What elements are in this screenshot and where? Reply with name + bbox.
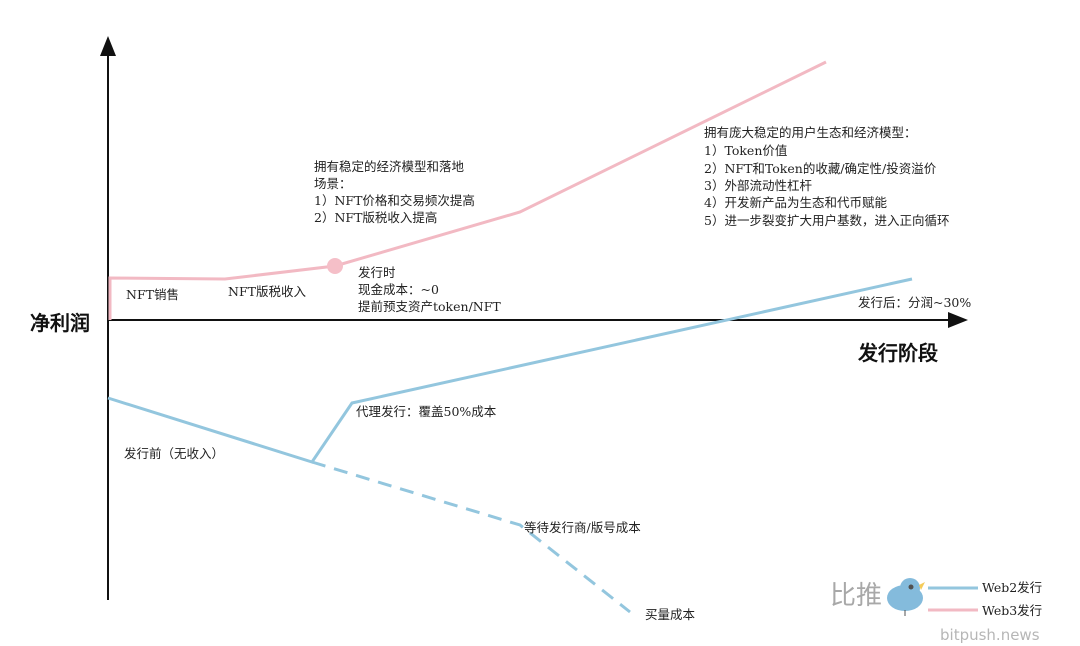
- svg-text:3）外部流动性杠杆: 3）外部流动性杠杆: [704, 178, 812, 193]
- svg-text:2）NFT和Token的收藏/确定性/投资溢价: 2）NFT和Token的收藏/确定性/投资溢价: [704, 161, 937, 176]
- svg-text:现金成本：~0: 现金成本：~0: [358, 282, 439, 297]
- svg-text:拥有庞大稳定的用户生态和经济模型：: 拥有庞大稳定的用户生态和经济模型：: [704, 125, 917, 140]
- svg-text:发行时: 发行时: [358, 265, 396, 280]
- label-nft-sales: NFT销售: [126, 287, 179, 302]
- label-after-issue: 发行后：分润~30%: [858, 295, 971, 310]
- annotation-large-ecosystem: 拥有庞大稳定的用户生态和经济模型： 1）Token价值 2）NFT和Token的…: [704, 125, 949, 228]
- watermark: 比推 bitpush.news: [830, 578, 1040, 644]
- svg-text:1）NFT价格和交易频次提高: 1）NFT价格和交易频次提高: [314, 193, 475, 208]
- watermark-cn: 比推: [830, 581, 882, 611]
- web3-line: [108, 60, 827, 320]
- svg-text:1）Token价值: 1）Token价值: [704, 143, 787, 158]
- y-axis-label: 净利润: [30, 311, 90, 335]
- label-buy-volume: 买量成本: [645, 607, 696, 622]
- web2-dashed-line: [311, 460, 631, 614]
- label-nft-royalty: NFT版税收入: [228, 284, 306, 299]
- x-axis-label: 发行阶段: [857, 341, 938, 365]
- annotation-issue-time: 发行时 现金成本：~0 提前预支资产token/NFT: [358, 265, 501, 314]
- issue-point: [327, 258, 343, 274]
- svg-text:4）开发新产品为生态和代币赋能: 4）开发新产品为生态和代币赋能: [704, 195, 887, 210]
- watermark-en: bitpush.news: [940, 626, 1040, 644]
- web2-line: [107, 277, 913, 464]
- label-pre-issue: 发行前（无收入）: [124, 446, 224, 461]
- annotation-stable-model: 拥有稳定的经济模型和落地 场景： 1）NFT价格和交易频次提高 2）NFT版税收…: [314, 159, 475, 225]
- label-agent-issue: 代理发行：覆盖50%成本: [356, 404, 497, 419]
- label-waiting: 等待发行商/版号成本: [524, 520, 641, 535]
- svg-text:拥有稳定的经济模型和落地: 拥有稳定的经济模型和落地: [314, 159, 465, 174]
- svg-text:5）进一步裂变扩大用户基数，进入正向循环: 5）进一步裂变扩大用户基数，进入正向循环: [704, 213, 949, 228]
- legend: Web2发行 Web3发行: [928, 580, 1042, 618]
- svg-text:提前预支资产token/NFT: 提前预支资产token/NFT: [358, 299, 501, 314]
- svg-text:2）NFT版税收入提高: 2）NFT版税收入提高: [314, 210, 437, 225]
- svg-text:场景：: 场景：: [314, 176, 352, 191]
- bird-logo-icon: [887, 578, 925, 616]
- legend-web2-label: Web2发行: [982, 580, 1042, 595]
- legend-web3-label: Web3发行: [982, 603, 1042, 618]
